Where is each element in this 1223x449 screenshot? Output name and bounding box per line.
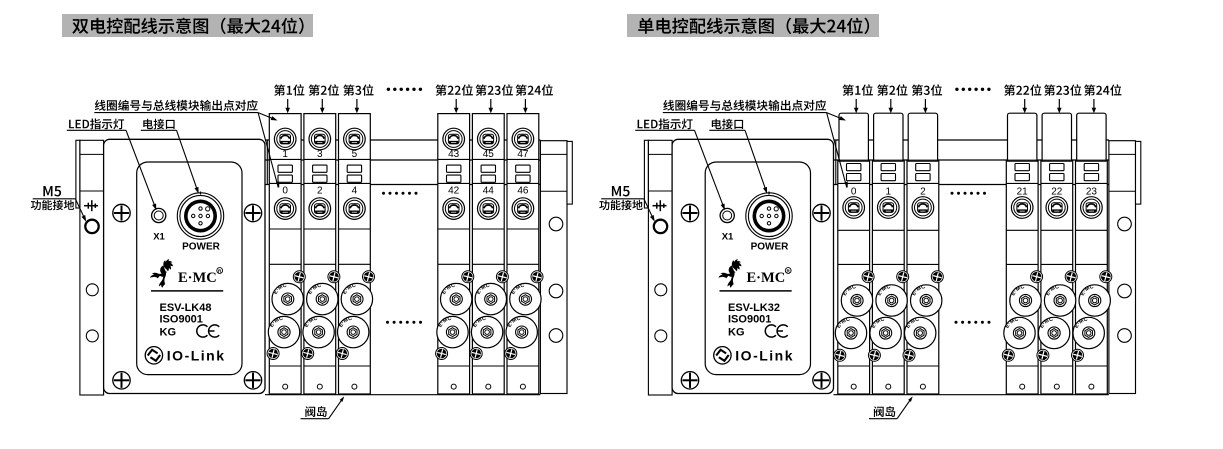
svg-text:KG: KG	[160, 327, 177, 339]
svg-text:2: 2	[920, 187, 926, 198]
svg-text:IO-Link: IO-Link	[167, 347, 226, 363]
svg-text:4: 4	[352, 185, 358, 196]
svg-text:0: 0	[851, 187, 857, 198]
svg-text:ESV-LK48: ESV-LK48	[160, 302, 212, 314]
svg-text:43: 43	[448, 149, 460, 160]
svg-text:1: 1	[282, 149, 288, 160]
svg-text:ESV-LK32: ESV-LK32	[728, 302, 780, 314]
svg-text:POWER: POWER	[182, 242, 221, 253]
svg-text:23: 23	[1086, 187, 1098, 198]
svg-text:ISO9001: ISO9001	[160, 314, 203, 326]
svg-text:21: 21	[1017, 187, 1029, 198]
svg-text:R: R	[218, 269, 222, 274]
svg-text:E·MC: E·MC	[178, 270, 217, 286]
svg-text:X1: X1	[722, 232, 734, 243]
svg-text:E·MC: E·MC	[747, 270, 786, 286]
svg-text:46: 46	[517, 185, 529, 196]
svg-text:2: 2	[317, 185, 323, 196]
svg-text:ISO9001: ISO9001	[728, 314, 771, 326]
svg-text:44: 44	[483, 185, 495, 196]
svg-text:45: 45	[483, 149, 495, 160]
svg-text:KG: KG	[728, 327, 745, 339]
svg-text:5: 5	[352, 149, 358, 160]
svg-text:3: 3	[317, 149, 323, 160]
svg-text:IO-Link: IO-Link	[735, 347, 794, 363]
svg-text:47: 47	[517, 149, 529, 160]
svg-text:POWER: POWER	[751, 242, 790, 253]
svg-text:42: 42	[448, 185, 460, 196]
svg-text:0: 0	[282, 185, 288, 196]
svg-text:22: 22	[1051, 187, 1063, 198]
svg-text:X1: X1	[153, 232, 165, 243]
svg-text:R: R	[787, 269, 791, 274]
svg-text:1: 1	[886, 187, 892, 198]
